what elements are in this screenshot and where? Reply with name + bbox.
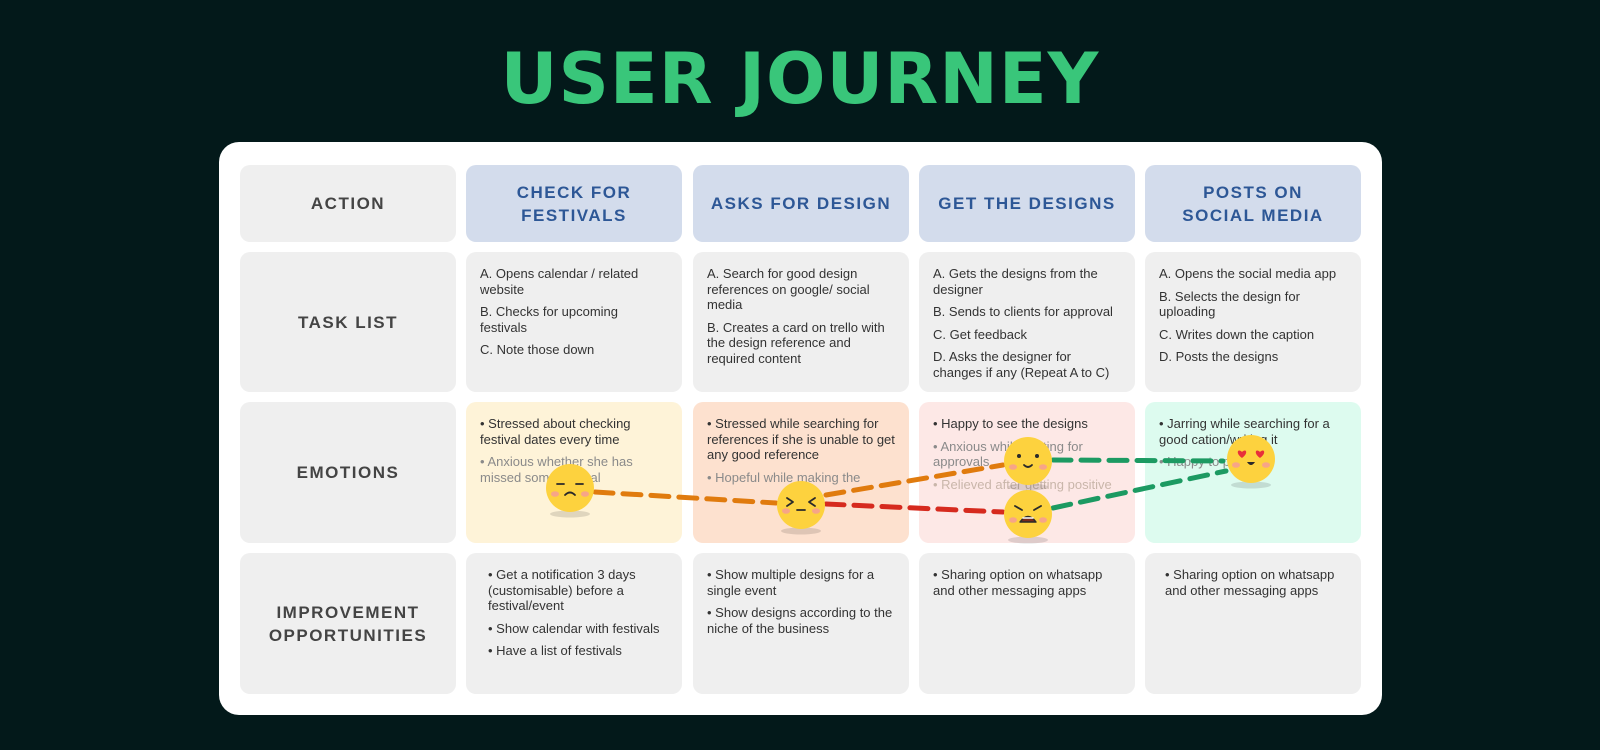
row-label-emotions: EMOTIONS [240, 402, 456, 543]
task-list-item: A. Opens calendar / related website [480, 266, 639, 297]
emotions-item: • Happy to see the designs [933, 416, 1088, 431]
improvement-cell-2: • Show multiple designs for a single eve… [693, 553, 909, 694]
stage-header-3: GET THE DESIGNS [919, 165, 1135, 242]
improvement-item: • Show designs according to the niche of… [707, 605, 893, 636]
task-list-item: A. Gets the designs from the designer [933, 266, 1098, 297]
improvement-cell-3: • Sharing option on whatsapp and other m… [919, 553, 1135, 694]
emotions-cell-1: • Stressed about checking festival dates… [466, 402, 682, 543]
task-list-cell-3: A. Gets the designs from the designer B. … [919, 252, 1135, 392]
task-list-item: B. Sends to clients for approval [933, 304, 1113, 319]
emotions-item: • Anxious whether she has missed some fe… [480, 454, 633, 485]
improvement-item: • Sharing option on whatsapp and other m… [1165, 567, 1335, 598]
emotions-item: • Relieved after getting positive [933, 476, 1112, 492]
emotions-item: • Hopeful while making the [707, 469, 861, 485]
page-title: USER JOURNEY [500, 38, 1100, 120]
emotions-cell-3: • Happy to see the designs • Anxious whil… [919, 402, 1135, 543]
task-list-item: D. Posts the designs [1159, 349, 1279, 364]
task-list-cell-1: A. Opens calendar / related website B. Ch… [466, 252, 682, 392]
task-list-item: A. Search for good design references on … [707, 266, 870, 312]
task-list-item: D. Asks the designer for changes if any … [933, 349, 1110, 380]
improvement-item: • Show calendar with festivals [488, 620, 660, 636]
emotions-cell-2: • Stressed while searching for reference… [693, 402, 909, 543]
task-list-cell-2: A. Search for good design references on … [693, 252, 909, 392]
emotions-item: • Jarring while searching for a good cat… [1159, 416, 1330, 447]
improvement-item: • Have a list of festivals [488, 643, 622, 658]
improvement-cell-4: • Sharing option on whatsapp and other m… [1145, 553, 1361, 694]
improvement-item: • Show multiple designs for a single eve… [707, 567, 875, 598]
emotions-item: • Stressed while searching for reference… [707, 416, 895, 462]
emotions-item: • Anxious while waiting for approvals [933, 438, 1083, 470]
improvement-item: • Get a notification 3 days (customisabl… [488, 567, 636, 613]
task-list-item: B. Checks for upcoming festivals [480, 304, 619, 335]
task-list-item: B. Creates a card on trello with the des… [707, 319, 885, 366]
task-list-item: C. Writes down the caption [1159, 326, 1315, 342]
improvement-item: • Sharing option on whatsapp and other m… [933, 567, 1103, 598]
task-list-cell-4: A. Opens the social media app B. Selects … [1145, 252, 1361, 392]
stage-header-2: ASKS FOR DESIGN [693, 165, 909, 242]
emotions-item: • Happy to post [1159, 454, 1248, 469]
task-list-item: C. Note those down [480, 342, 595, 357]
task-list-item: A. Opens the social media app [1159, 266, 1337, 281]
emotions-item: • Stressed about checking festival dates… [480, 416, 631, 447]
row-label-task-list: TASK LIST [240, 252, 456, 392]
task-list-item: B. Selects the design for uploading [1159, 288, 1300, 320]
row-label-action: ACTION [240, 165, 456, 242]
emotions-cell-4: • Jarring while searching for a good cat… [1145, 402, 1361, 543]
improvement-cell-1: • Get a notification 3 days (customisabl… [466, 553, 682, 694]
task-list-item: C. Get feedback [933, 326, 1027, 342]
